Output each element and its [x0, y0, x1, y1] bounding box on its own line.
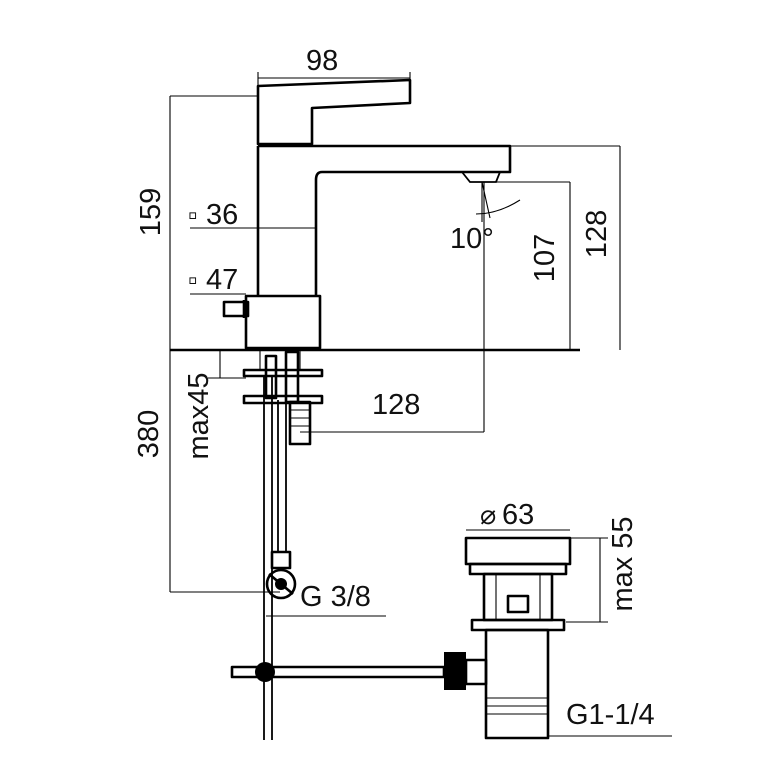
label-spout-reach: 128 — [372, 389, 420, 421]
label-overall-height: 128 — [581, 210, 613, 258]
square-symbol-36: ▫ — [188, 200, 198, 230]
label-waste-diameter: 63 — [502, 499, 534, 531]
diameter-symbol: ⌀ — [480, 500, 496, 530]
label-hose-connection: G 3/8 — [300, 581, 371, 613]
square-symbol-47: ▫ — [188, 265, 198, 295]
label-square-36: 36 — [206, 199, 238, 231]
label-total-height: 159 — [135, 188, 167, 236]
label-hose-length: 380 — [133, 410, 165, 458]
dimension-lines — [169, 72, 672, 737]
label-square-47: 47 — [206, 264, 238, 296]
label-waste-height: max 55 — [607, 516, 639, 611]
supply-hoses — [263, 376, 297, 740]
deck-mount — [170, 348, 580, 446]
pop-up-waste — [464, 536, 572, 740]
label-spout-angle: 10° — [450, 223, 494, 255]
label-waste-thread: G1-1/4 — [566, 699, 655, 731]
label-spout-height: 107 — [529, 234, 561, 282]
faucet-body — [222, 78, 512, 350]
pop-up-rod — [230, 652, 488, 690]
label-handle-width: 98 — [306, 45, 338, 77]
dimension-labels: 98 159 ▫ 36 ▫ 47 10° 107 128 128 max45 3… — [133, 45, 655, 731]
label-deck-thickness: max45 — [183, 372, 215, 459]
